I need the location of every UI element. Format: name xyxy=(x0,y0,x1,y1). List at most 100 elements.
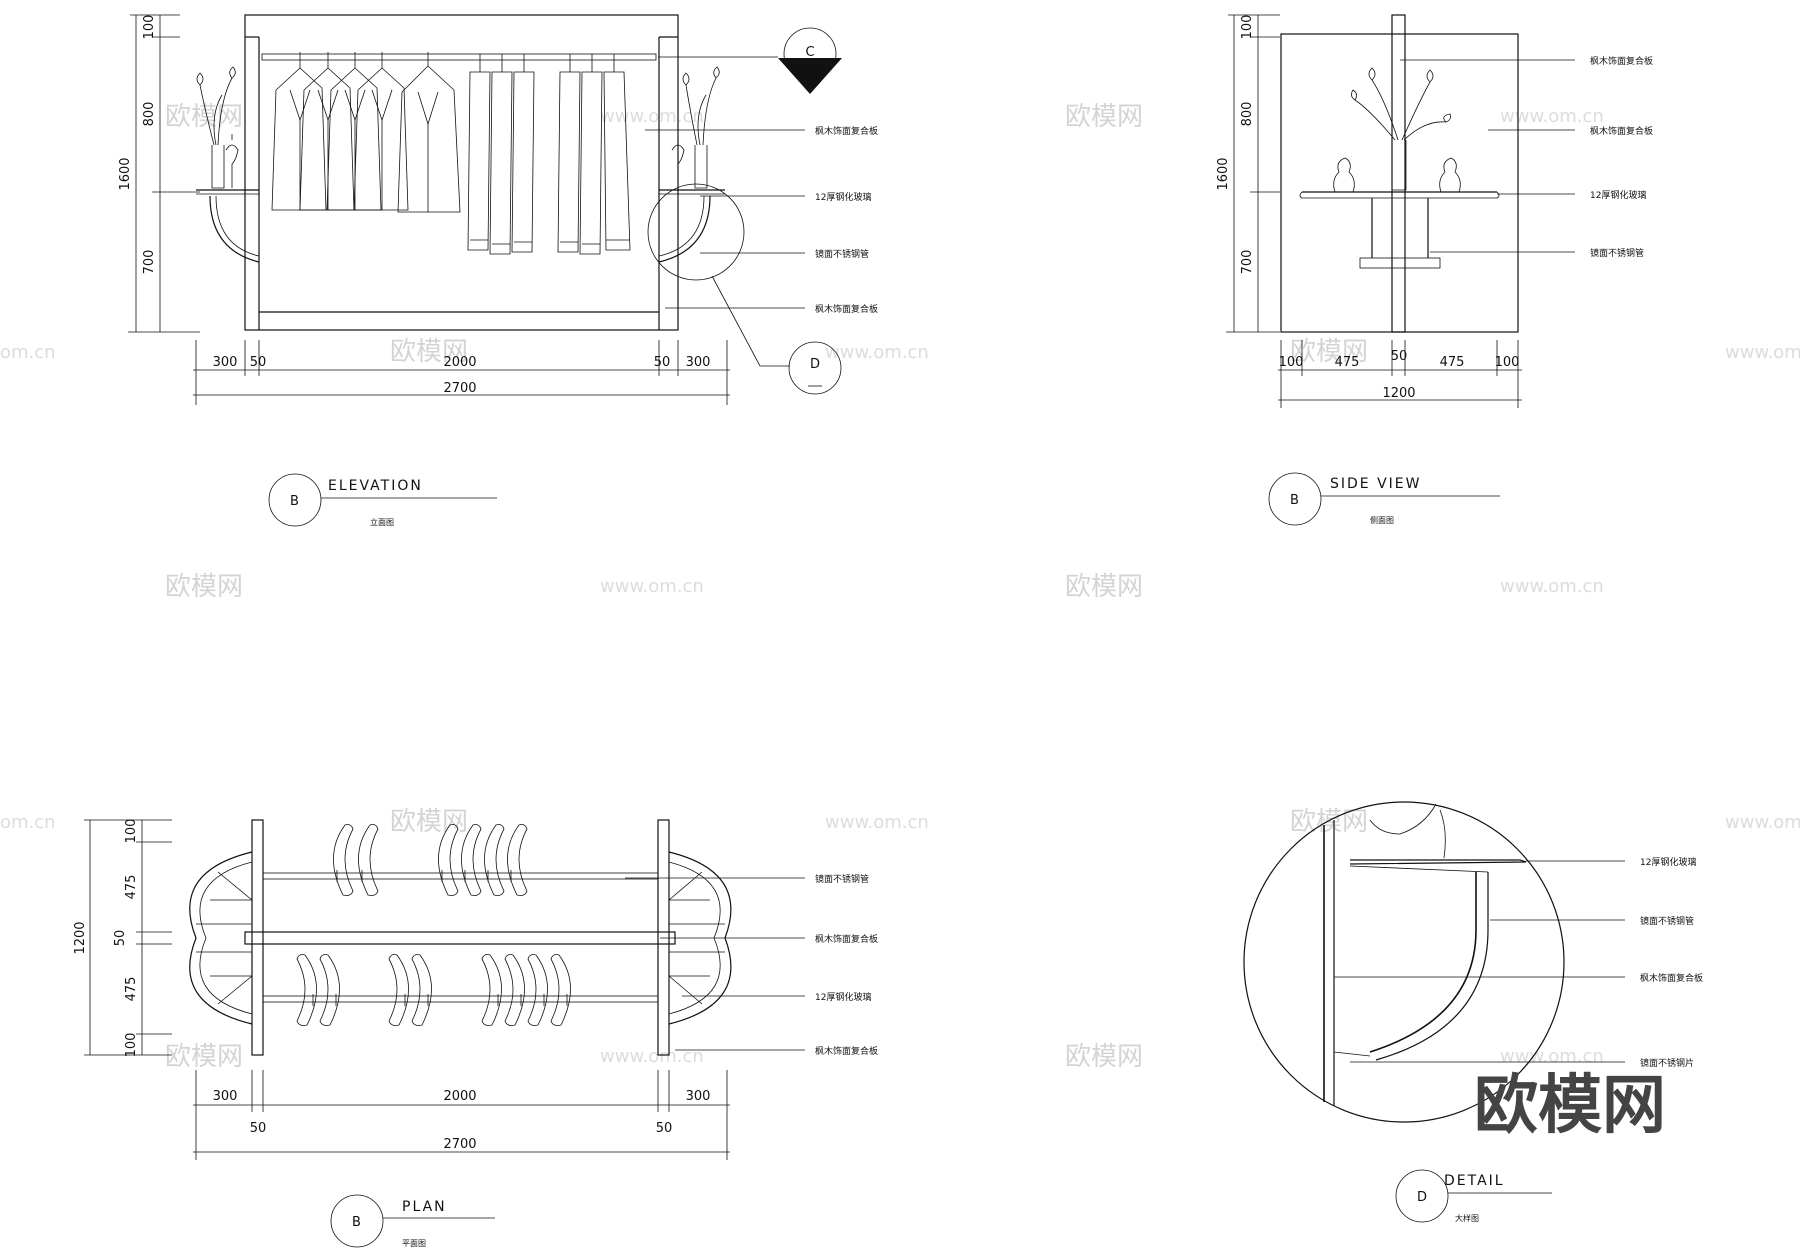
detail-steel-bracket xyxy=(1369,872,1477,1053)
dim-label: 50 xyxy=(250,1121,267,1136)
dim-label: 2000 xyxy=(443,1089,476,1104)
dim-label: 100 xyxy=(1240,15,1255,40)
view-title: DETAIL xyxy=(1444,1173,1505,1189)
watermark-brand: 欧模网 xyxy=(1065,1042,1143,1072)
detail-decor xyxy=(1369,803,1446,859)
elevation-dims-vertical: 100 800 1600 700 xyxy=(118,15,200,333)
vase-decor-right xyxy=(671,66,720,189)
side-dims-horizontal: 100 475 50 475 100 1200 xyxy=(1278,340,1522,408)
side-view: 枫木饰面复合板 枫木饰面复合板 12厚钢化玻璃 镜面不锈钢管 100 800 1… xyxy=(1216,14,1653,526)
callout-label: 枫木饰面复合板 xyxy=(815,933,878,945)
dim-label: 100 xyxy=(124,819,139,844)
side-post xyxy=(1391,14,1406,333)
jackets xyxy=(271,52,461,213)
view-marker xyxy=(330,1194,384,1248)
watermark-url: om.cn xyxy=(0,342,56,363)
section-marker-c-arrow xyxy=(778,58,842,94)
dim-label: 1600 xyxy=(118,157,133,190)
callout-label: 镜面不锈钢管 xyxy=(1640,915,1694,927)
callout-label: 镜面不锈钢管 xyxy=(815,873,869,885)
dim-label: 300 xyxy=(686,1089,711,1104)
view-subtitle: 平面图 xyxy=(402,1239,426,1248)
watermark-brand: 欧模网 xyxy=(390,337,468,367)
plan-shelf-left xyxy=(196,871,253,1005)
dim-label: 2000 xyxy=(443,355,476,370)
detail-circle xyxy=(1243,801,1565,1123)
detail-circle xyxy=(647,183,745,281)
frame-outline xyxy=(244,14,679,331)
plan-rod-bottom xyxy=(262,995,659,1003)
watermark-brand: 欧模网 xyxy=(165,572,243,602)
brand-logo: 欧模网 xyxy=(1474,1069,1666,1143)
callout-label: 12厚钢化玻璃 xyxy=(815,991,871,1003)
watermark-url: www.om.cn xyxy=(600,106,704,127)
callout-label: 枫木饰面复合板 xyxy=(1640,972,1703,984)
view-subtitle: 侧面图 xyxy=(1370,515,1394,525)
dim-label: 100 xyxy=(1279,355,1304,370)
detail-leader xyxy=(711,275,790,367)
dim-label: 800 xyxy=(1240,102,1255,127)
callout-label: 枫木饰面复合板 xyxy=(815,125,878,137)
watermark-brand: 欧模网 xyxy=(1065,572,1143,602)
view-title: PLAN xyxy=(402,1199,447,1215)
dim-total: 1200 xyxy=(1382,386,1415,401)
dim-label: 50 xyxy=(113,930,128,947)
elevation-callouts: 枫木饰面复合板 12厚钢化玻璃 镜面不锈钢管 枫木饰面复合板 xyxy=(645,125,878,315)
dim-label: 50 xyxy=(1391,349,1408,364)
dim-label: 475 xyxy=(1335,355,1360,370)
steel-bracket-right xyxy=(658,195,711,263)
plan-shelf-right xyxy=(668,871,725,1005)
plan-callouts: 镜面不锈钢管 枫木饰面复合板 12厚钢化玻璃 枫木饰面复合板 xyxy=(625,873,878,1057)
detail-callouts: 12厚钢化玻璃 镜面不锈钢管 枫木饰面复合板 镜面不锈钢片 xyxy=(1334,856,1703,1069)
view-title: SIDE VIEW xyxy=(1330,476,1422,492)
callout-label: 镜面不锈钢管 xyxy=(815,248,869,260)
plan-hangers-bottom xyxy=(296,954,571,1026)
callout-label: 镜面不锈钢片 xyxy=(1640,1057,1694,1069)
callout-label: 枫木饰面复合板 xyxy=(815,1045,878,1057)
detail-steel-bracket xyxy=(1375,872,1489,1061)
side-dims-vertical: 100 800 1600 700 xyxy=(1216,15,1280,333)
watermark-brand: 欧模网 xyxy=(390,807,468,837)
plan-view: 镜面不锈钢管 枫木饰面复合板 12厚钢化玻璃 枫木饰面复合板 100 475 5… xyxy=(73,819,878,1248)
view-marker xyxy=(1268,472,1322,526)
view-subtitle: 大样图 xyxy=(1455,1213,1479,1223)
dim-label: 300 xyxy=(213,355,238,370)
view-title: ELEVATION xyxy=(328,478,423,494)
steel-bracket-left xyxy=(209,195,260,263)
section-marker-d xyxy=(788,341,842,395)
view-marker-label: D xyxy=(1417,1190,1427,1205)
plan-center-panel xyxy=(244,931,676,945)
watermark-url: www.om.cn xyxy=(1500,1046,1604,1067)
elevation-dims-horizontal: 300 50 2000 50 300 2700 xyxy=(193,340,730,405)
dim-label: 1600 xyxy=(1216,157,1231,190)
plan-post-right xyxy=(657,819,670,1056)
plan-shelf-left xyxy=(199,861,253,1015)
side-callouts: 枫木饰面复合板 枫木饰面复合板 12厚钢化玻璃 镜面不锈钢管 xyxy=(1400,55,1653,259)
detail-glass xyxy=(1349,859,1527,865)
watermark-url: www.om.cn xyxy=(825,812,929,833)
watermark-brand: 欧模网 xyxy=(1290,337,1368,367)
watermark-brand: 欧模网 xyxy=(165,102,243,132)
view-marker-label: B xyxy=(1290,493,1299,508)
steel-bracket-left xyxy=(215,195,260,257)
dim-label: 100 xyxy=(142,15,157,40)
elevation-view: D C 枫木饰面复合板 12厚钢化玻璃 镜面不锈钢管 枫木饰面复合板 100 xyxy=(118,14,878,527)
trousers xyxy=(467,54,631,255)
side-glass-shelf xyxy=(1299,191,1500,199)
view-marker-label: B xyxy=(352,1215,361,1230)
dim-label: 475 xyxy=(124,977,139,1002)
dim-label: 1200 xyxy=(73,921,88,954)
watermark-url: www.om.cn xyxy=(825,342,929,363)
plan-shelf-left xyxy=(189,851,253,1025)
dim-label: 100 xyxy=(1495,355,1520,370)
watermark-brand: 欧模网 xyxy=(165,1042,243,1072)
dim-label: 700 xyxy=(142,250,157,275)
watermark-url: www.om.cn xyxy=(1500,576,1604,597)
dim-total: 2700 xyxy=(443,1137,476,1152)
dim-label: 300 xyxy=(686,355,711,370)
dim-label: 475 xyxy=(1440,355,1465,370)
view-marker xyxy=(268,473,322,527)
callout-label: 镜面不锈钢管 xyxy=(1590,247,1644,259)
plan-post-left xyxy=(251,819,264,1056)
